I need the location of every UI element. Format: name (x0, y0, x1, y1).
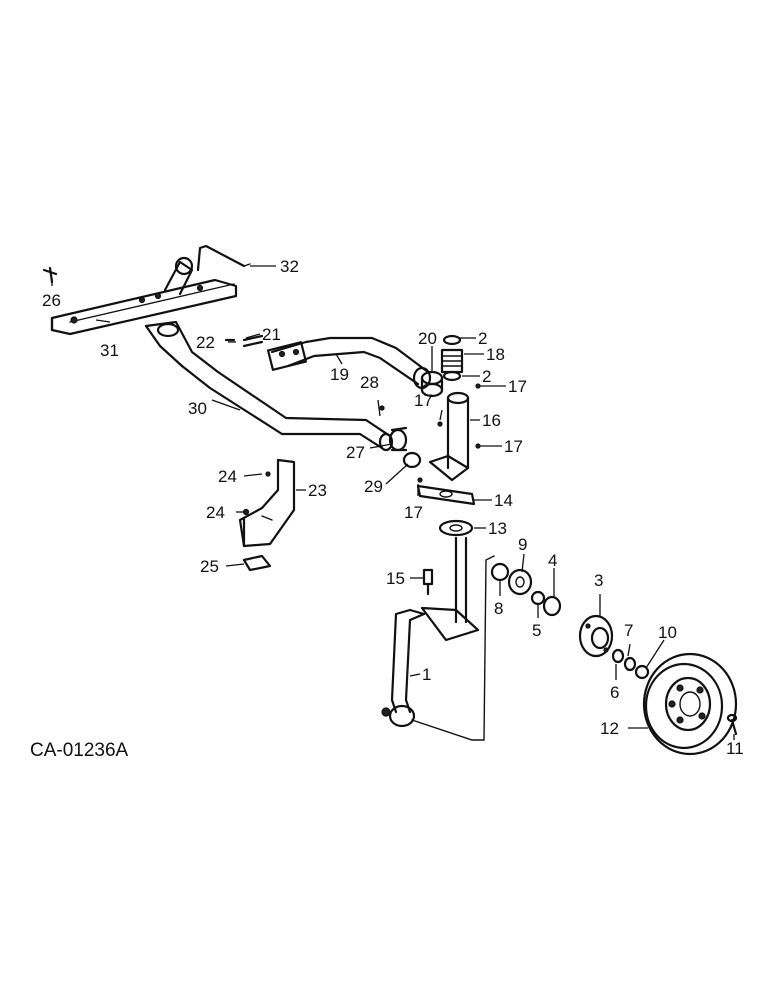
drawbar-plate (50, 278, 238, 336)
callout-12: 12 (600, 719, 619, 738)
assembly-line (411, 555, 495, 741)
callout-11: 11 (726, 739, 744, 758)
callout-8: 8 (494, 599, 503, 618)
callout-18: 18 (486, 345, 505, 364)
bolt-11 (726, 713, 738, 736)
callout-5: 5 (532, 621, 541, 640)
wheel-hub (578, 614, 650, 680)
drawing-code: CA-01236A (30, 740, 129, 761)
callout-29: 29 (364, 477, 383, 496)
callout-17c: 17 (504, 437, 523, 456)
wheel-rim (642, 652, 738, 756)
callout-32: 32 (280, 257, 299, 276)
leader-lines (51, 265, 735, 740)
callout-4: 4 (548, 551, 557, 570)
callout-24b: 24 (206, 503, 225, 522)
spindle-tube (416, 391, 481, 506)
pin-21-22 (224, 334, 264, 348)
callout-3: 3 (594, 571, 603, 590)
callout-14: 14 (494, 491, 513, 510)
callout-17b: 17 (414, 391, 433, 410)
pin-15 (422, 568, 434, 596)
callout-7: 7 (624, 621, 633, 640)
bushings-27-29 (379, 405, 422, 469)
callout-15: 15 (386, 569, 405, 588)
callout-1: 1 (422, 665, 431, 684)
callout-labels: 32 26 31 21 22 19 30 28 20 2 18 2 17 17 … (30, 257, 744, 761)
callout-2b: 2 (482, 367, 491, 386)
bushing-stack (420, 334, 481, 398)
callout-26: 26 (42, 291, 61, 310)
callout-24a: 24 (218, 467, 237, 486)
callout-10: 10 (658, 623, 677, 642)
callout-2a: 2 (478, 329, 487, 348)
callout-13: 13 (488, 519, 507, 538)
caster-fork (381, 536, 480, 728)
pivot-tube (266, 336, 432, 390)
axle-bar (144, 320, 394, 452)
callout-30: 30 (188, 399, 207, 418)
callout-19: 19 (330, 365, 349, 384)
callout-16: 16 (482, 411, 501, 430)
callout-20: 20 (418, 329, 437, 348)
callout-6: 6 (610, 683, 619, 702)
callout-9: 9 (518, 535, 527, 554)
callout-23: 23 (308, 481, 327, 500)
callout-17a: 17 (508, 377, 527, 396)
callout-28: 28 (360, 373, 379, 392)
callout-27: 27 (346, 443, 365, 462)
thrust-washer (438, 519, 474, 537)
callout-17d: 17 (404, 503, 423, 522)
callout-25: 25 (200, 557, 219, 576)
pin-26 (42, 266, 58, 284)
callout-31: 31 (100, 341, 119, 360)
callout-22: 22 (196, 333, 215, 352)
callout-21: 21 (262, 325, 281, 344)
mount-bracket (238, 458, 296, 572)
control-rod (163, 244, 251, 296)
